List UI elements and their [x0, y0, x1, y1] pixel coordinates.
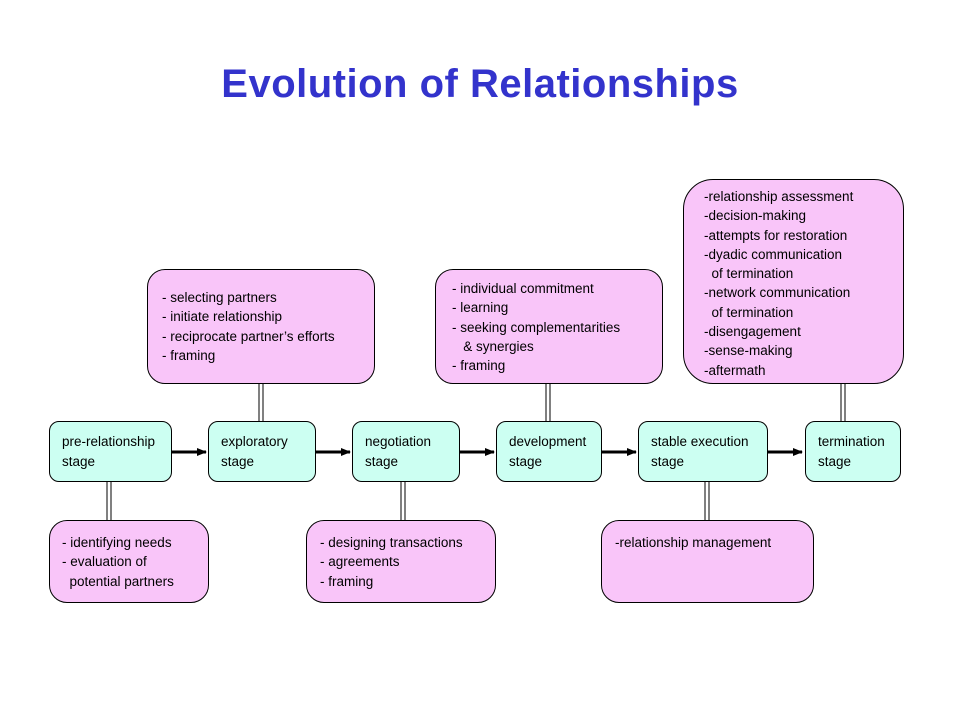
note-item: - seeking complementarities [452, 319, 621, 335]
note-item: - selecting partners [162, 290, 277, 305]
stage-label: stable execution [651, 434, 749, 449]
note-item: -attempts for restoration [704, 227, 848, 243]
note-item: - framing [452, 358, 506, 374]
note-stable-execution: -relationship management [601, 520, 814, 603]
note-item: - identifying needs [62, 535, 172, 550]
note-item: -dyadic communication [704, 246, 843, 262]
note-item: -sense-making [704, 343, 793, 359]
stage-pre-relationship: pre-relationship stage [49, 421, 172, 482]
note-item: - individual commitment [452, 281, 594, 296]
note-item: - agreements [320, 554, 400, 570]
note-item: - initiate relationship [162, 309, 283, 325]
stage-development: development stage [496, 421, 602, 482]
stage-sublabel: stage [651, 454, 685, 469]
stage-sublabel: stage [818, 454, 852, 469]
note-exploratory: - selecting partners - initiate relation… [147, 269, 375, 384]
connector-negotiation [400, 482, 406, 520]
stage-sublabel: stage [509, 454, 543, 469]
note-item: of termination [704, 266, 794, 282]
connector-exploratory [258, 384, 264, 421]
connector-development [545, 384, 551, 421]
note-item: of termination [704, 304, 794, 320]
connector-pre-relationship [106, 482, 112, 520]
note-item: -relationship assessment [704, 189, 854, 204]
note-item: -relationship management [615, 535, 772, 550]
stage-sublabel: stage [221, 454, 255, 469]
note-item: - evaluation of [62, 554, 147, 570]
stage-negotiation: negotiation stage [352, 421, 460, 482]
stage-sublabel: stage [62, 454, 96, 469]
stage-label: pre-relationship [62, 434, 156, 449]
note-item: - reciprocate partner’s efforts [162, 328, 335, 344]
note-item: -decision-making [704, 208, 807, 224]
note-negotiation: - designing transactions - agreements - … [306, 520, 496, 603]
note-item: - framing [162, 347, 216, 363]
stage-exploratory: exploratory stage [208, 421, 316, 482]
stage-label: negotiation [365, 434, 432, 449]
note-item: & synergies [452, 338, 534, 354]
note-item: - designing transactions [320, 535, 463, 550]
connector-stable-execution [704, 482, 710, 520]
note-item: - learning [452, 300, 509, 316]
stage-label: exploratory [221, 434, 288, 449]
note-item: -disengagement [704, 324, 801, 340]
note-item: - framing [320, 573, 374, 589]
stage-stable-execution: stable execution stage [638, 421, 768, 482]
note-termination: -relationship assessment -decision-makin… [683, 179, 904, 384]
page-title: Evolution of Relationships [221, 62, 739, 106]
note-item: -network communication [704, 285, 851, 301]
stage-label: termination [818, 434, 885, 449]
stage-termination: termination stage [805, 421, 901, 482]
stage-sublabel: stage [365, 454, 399, 469]
note-development: - individual commitment - learning - see… [435, 269, 663, 384]
note-pre-relationship: - identifying needs - evaluation of pote… [49, 520, 209, 603]
connector-termination [840, 384, 846, 421]
stage-label: development [509, 434, 587, 449]
note-item: potential partners [62, 573, 174, 589]
note-item: -aftermath [704, 362, 766, 378]
